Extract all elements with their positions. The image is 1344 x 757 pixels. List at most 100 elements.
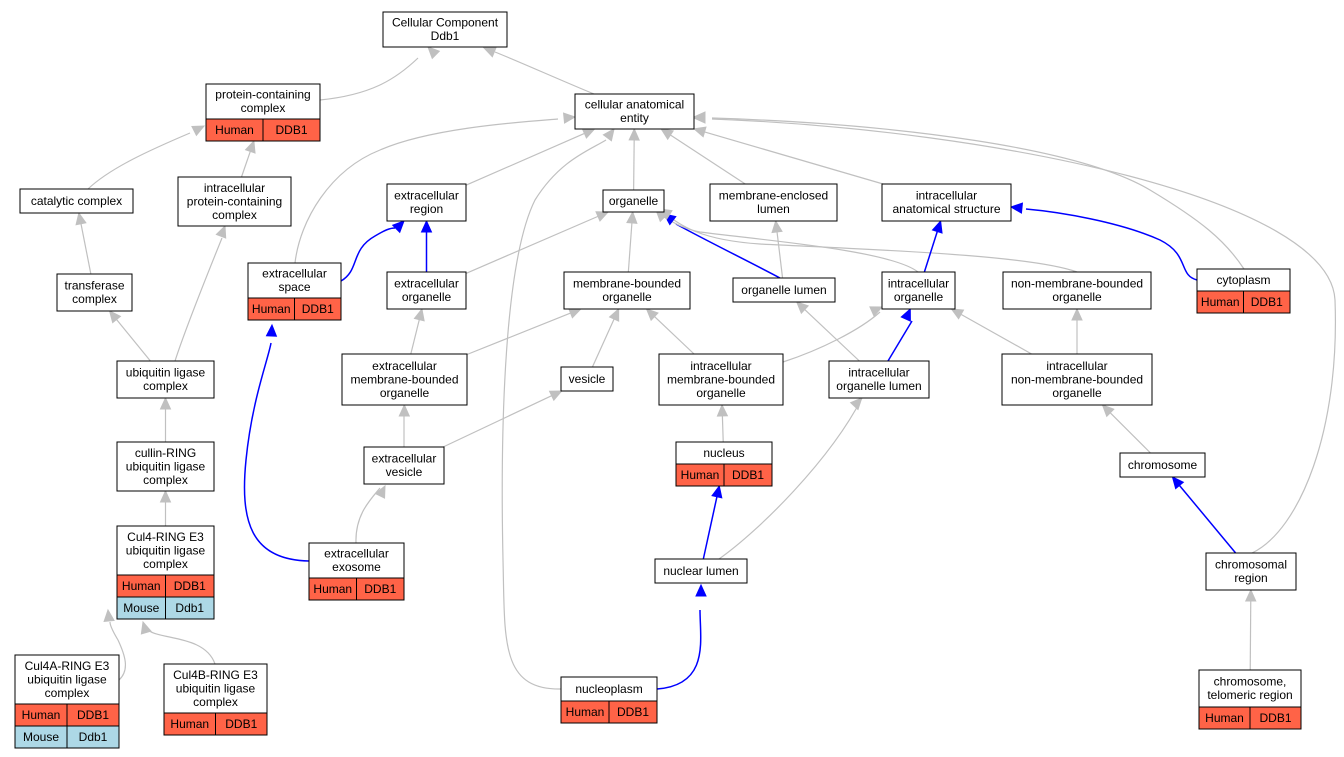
edge-nucleoplasm-to-nuclum [656,609,702,690]
term-label: cellular anatomical [585,98,684,112]
term-label: entity [620,111,649,125]
term-box [1002,271,1152,310]
term-node-orglumen[interactable]: organelle lumen [732,277,836,303]
edge-mel-to-cae [670,134,746,185]
edge-extsp-to-cae [294,118,559,264]
arrowhead-iol-to-orglumen [795,301,810,315]
term-label: vesicle [569,372,606,386]
arrowhead-embo-to-extorg [413,307,425,322]
species-label: Human [1205,711,1244,725]
term-label: organelle lumen [741,283,826,297]
term-box [116,360,215,399]
arrowhead-cyto-to-ias [1009,202,1024,214]
term-node-cat[interactable]: catalytic complex [19,188,134,214]
term-box [382,11,508,48]
term-label: ubiquitin ligase [126,459,206,473]
term-label: nucleoplasm [575,682,642,696]
species-label: Human [122,579,161,593]
term-node-inmbo[interactable]: intracellularnon-membrane-boundedorganel… [1001,353,1153,406]
arrowhead-imbo-to-intorg [869,306,884,317]
term-box [247,262,342,299]
term-node-chromosome[interactable]: chromosome [1119,452,1206,478]
term-label: nucleus [703,446,744,460]
term-label: catalytic complex [31,194,122,208]
edge-chromosome-to-inmbo [1109,412,1151,454]
arrowhead-embo-to-mbo [567,307,582,319]
edge-nucleoplasm-to-cae [501,139,607,690]
edge-trans-to-cat [80,223,92,275]
gene-cell [262,118,321,142]
term-label: Cul4-RING E3 [127,530,204,544]
term-label: lumen [757,202,790,216]
gene-label: DDB1 [174,579,206,593]
arrowhead-crl-to-ubl [159,396,172,410]
term-label: organelle [380,386,430,400]
arrowhead-ubl-to-trans [108,310,122,324]
edge-nucleus-to-imbo [721,415,724,443]
term-label: telomeric region [1207,688,1292,702]
term-box [116,525,215,576]
term-label: intracellular [204,181,265,195]
term-box [177,176,292,227]
arrowhead-extves-to-vesicle [548,390,563,402]
term-label: membrane-bounded [667,372,775,386]
gene-cell [215,712,268,736]
arrowhead-extreg-to-cae [581,128,596,139]
term-label: extracellular [372,452,437,466]
gene-cell [165,596,215,620]
edge-ubl-to-ipcc [174,237,223,362]
arrowhead-exo-to-extves [374,484,386,499]
term-label: complex [143,557,188,571]
edge-iol-to-orglumen [804,309,860,362]
term-label: non-membrane-bounded [1011,372,1143,386]
arrowhead-cul4a-to-cul4 [103,608,115,623]
arrowhead-cae-to-root [482,46,497,58]
term-node-organelle[interactable]: organelle [602,189,665,213]
term-label: ubiquitin ligase [176,681,256,695]
edge-exo-to-extsp [243,342,310,562]
term-node-vesicle[interactable]: vesicle [560,366,614,392]
term-label: exosome [332,560,381,574]
term-box [658,353,784,406]
arrowhead-cul4-to-crl [159,489,172,503]
gene-cell [294,297,342,321]
term-node-nuclum[interactable]: nuclear lumen [654,558,748,584]
edge-layer [80,51,1337,690]
term-label: ubiquitin ligase [27,672,107,686]
term-label: non-membrane-bounded [1011,277,1143,291]
arrowhead-nucleus-to-imbo [716,403,729,417]
arrowhead-organelle-to-cae [628,127,640,141]
edge-orglumen-to-organelle [675,223,781,279]
term-label: organelle [1052,290,1102,304]
term-label: ubiquitin ligase [126,543,206,557]
term-label: extracellular [372,359,437,373]
